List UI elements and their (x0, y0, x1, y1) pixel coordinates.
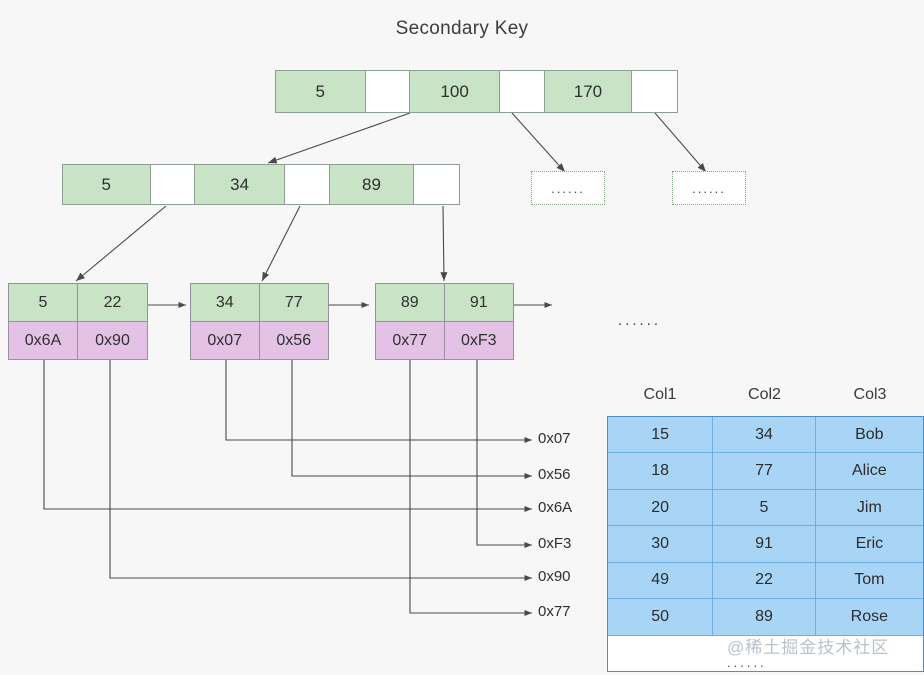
table-column-headers: Col1 Col2 Col3 (607, 382, 924, 408)
placeholder-ellipsis: ...... (692, 180, 726, 196)
page-title: Secondary Key (395, 18, 529, 39)
btree-key-cell: 5 (276, 71, 366, 112)
address-label-0x56: 0x56 (538, 466, 571, 483)
address-label-0xF3: 0xF3 (538, 535, 572, 552)
table-cell: 15 (608, 417, 714, 453)
btree-pointer-cell (499, 71, 545, 112)
watermark-ellipsis: ...... (727, 655, 767, 670)
table-cell: Bob (855, 425, 884, 443)
btree-key-cell: 34 (195, 165, 285, 204)
table-cell: 50 (608, 599, 714, 635)
table-blank-row (608, 635, 923, 671)
address-label-0x77: 0x77 (538, 603, 571, 620)
leaf-key-cell: 89 (376, 284, 445, 321)
leaf-key-cell: 5 (9, 284, 78, 321)
table-header-cell: Col1 (643, 386, 677, 403)
table-cell: 22 (713, 562, 816, 599)
table-header-cell: Col3 (853, 386, 887, 403)
leaf-chain-ellipsis: ...... (618, 312, 662, 329)
table-cell: Eric (855, 534, 884, 552)
address-label-0x90: 0x90 (538, 568, 571, 585)
table-cell: 49 (608, 562, 714, 599)
btree-key-cell: 100 (410, 71, 500, 112)
leaf-address-cell: 0x07 (191, 322, 260, 359)
address-label-0x07: 0x07 (538, 430, 571, 447)
leaf-key-cell: 77 (259, 284, 328, 321)
table-header-cell: Col2 (748, 386, 781, 403)
table-cell: 34 (713, 417, 816, 453)
table-cell: 89 (713, 599, 816, 635)
table-cell: 5 (713, 489, 816, 526)
table-cell: 91 (713, 526, 816, 562)
placeholder-box-2: ...... (672, 171, 746, 205)
btree-key-cell: 89 (329, 165, 415, 204)
table-cell: 18 (608, 453, 714, 489)
btree-pointer-cell (414, 165, 460, 204)
leaf-address-cell: 0x6A (9, 322, 78, 359)
btree-pointer-cell (284, 165, 330, 204)
placeholder-box-1: ...... (531, 171, 605, 205)
watermark-text: @稀土掘金技术社区 (727, 638, 890, 657)
table-cell: Jim (856, 498, 882, 516)
btree-key-cell: 170 (544, 71, 633, 112)
leaf-key-cell: 91 (444, 284, 513, 321)
btree-root-node: 5 100 170 (275, 70, 678, 113)
leaf-key-cell: 34 (191, 284, 260, 321)
leaf-address-cell: 0x77 (376, 322, 445, 359)
leaf-address-cell: 0x90 (78, 322, 147, 359)
leaf-key-cell: 22 (78, 284, 147, 321)
table-cell: 20 (608, 489, 714, 526)
leaf-address-cell: 0xF3 (444, 322, 513, 359)
btree-internal-node: 5 34 89 (62, 164, 460, 205)
btree-pointer-cell (365, 71, 411, 112)
table-cell: 30 (608, 526, 714, 562)
table-cell: Rose (850, 607, 889, 625)
table-cell: Alice (852, 462, 887, 480)
leaf-address-cell: 0x56 (259, 322, 328, 359)
btree-key-cell: 5 (63, 165, 151, 204)
address-label-0x6A: 0x6A (538, 499, 573, 516)
btree-pointer-cell (150, 165, 196, 204)
btree-pointer-cell (632, 71, 677, 112)
table-cell: 77 (713, 453, 816, 489)
table-cell: Tom (854, 571, 885, 589)
placeholder-ellipsis: ...... (551, 180, 585, 196)
